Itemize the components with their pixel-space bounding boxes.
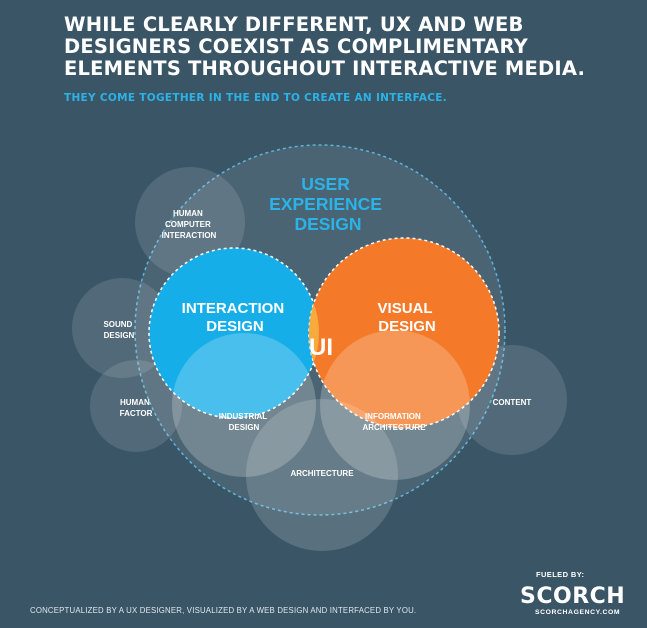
industrial-label: INDUSTRIAL DESIGN <box>219 412 270 432</box>
subheadline: THEY COME TOGETHER IN THE END TO CREATE … <box>64 92 448 104</box>
sound-label: SOUND DESIGN <box>103 320 134 340</box>
sound-circle <box>72 278 172 378</box>
ux-label: USER EXPERIENCE DESIGN <box>269 174 387 234</box>
architecture-circle <box>246 399 398 551</box>
human-factor-label: HUMAN FACTOR <box>120 398 153 418</box>
ui-label: UI <box>309 334 333 361</box>
fueled-by-label: FUELED BY: <box>536 570 585 579</box>
architecture-label: ARCHITECTURE <box>290 469 354 478</box>
hci-circle <box>135 167 245 277</box>
scorch-logo[interactable]: SCORCH <box>520 584 626 609</box>
info-arch-label: INFORMATION ARCHITECTURE <box>362 412 426 432</box>
interaction-label: INTERACTION DESIGN <box>182 300 289 335</box>
human-factor-circle <box>90 360 182 452</box>
visual-circle <box>308 237 500 429</box>
content-label: CONTENT <box>493 398 532 407</box>
brand-url[interactable]: SCORCHAGENCY.COM <box>535 609 621 616</box>
info-arch-circle <box>320 330 470 480</box>
visual-label: VISUAL DESIGN <box>378 300 437 335</box>
headline: WHILE CLEARLY DIFFERENT, UX AND WEB DESI… <box>64 13 586 80</box>
industrial-circle <box>172 333 316 477</box>
footer-credit: CONCEPTUALIZED BY A UX DESIGNER, VISUALI… <box>30 606 417 615</box>
hci-label: HUMAN COMPUTER INTERACTION <box>162 209 217 240</box>
